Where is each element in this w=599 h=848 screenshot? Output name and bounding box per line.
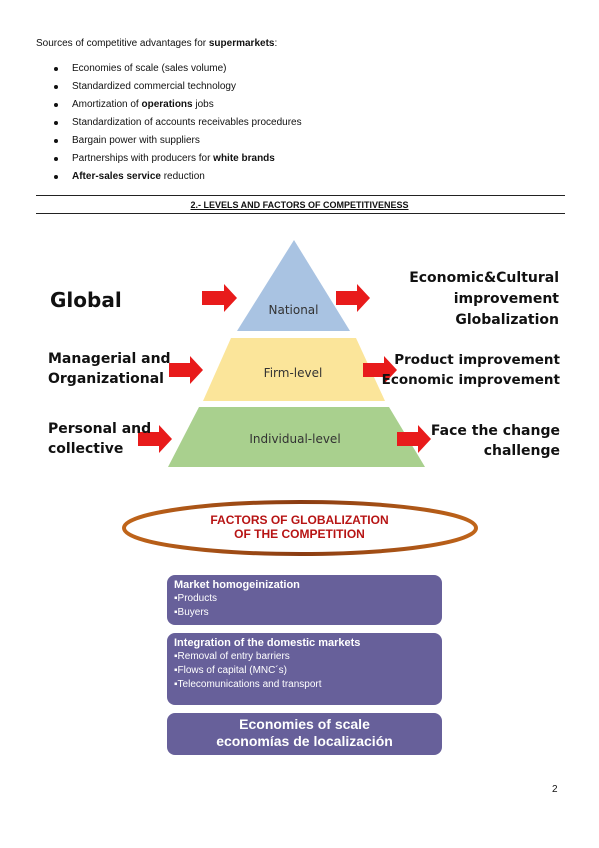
intro-bold: supermarkets xyxy=(208,38,275,49)
label-personal-line1: Personal and xyxy=(48,421,152,437)
label-econ-line3: Globalization xyxy=(455,312,559,328)
factors-title-line1: FACTORS OF GLOBALIZATION xyxy=(210,513,389,527)
item-bold: white brands xyxy=(213,153,275,164)
tier-individual-shape xyxy=(168,407,425,467)
list-item: Partnerships with producers for white br… xyxy=(54,153,302,171)
box1-item: ▪Buyers xyxy=(174,607,209,618)
label-personal-line2: collective xyxy=(48,441,124,457)
arrow-right-firm xyxy=(363,356,397,384)
item-bold: operations xyxy=(141,99,193,110)
box-integration-domestic-markets: Integration of the domestic markets ▪Rem… xyxy=(167,633,442,705)
list-item: Bargain power with suppliers xyxy=(54,135,302,153)
arrow-left-firm xyxy=(169,356,203,384)
intro-prefix: Sources of competitive advantages for xyxy=(36,38,209,49)
tier-individual-label: Individual-level xyxy=(249,432,341,446)
box1-item: ▪Products xyxy=(174,593,218,604)
box2-item: ▪Telecomunications and transport xyxy=(174,679,322,690)
list-item: Standardization of accounts receivables … xyxy=(54,117,302,135)
item-text: Standardization of accounts receivables … xyxy=(72,117,302,128)
bottom-divider xyxy=(36,213,565,214)
label-face-change: Face the change challenge xyxy=(431,421,560,461)
box2-item: ▪Removal of entry barriers xyxy=(174,651,290,662)
section-title: 2.- LEVELS AND FACTORS OF COMPETITIVENES… xyxy=(190,200,409,210)
box1-heading: Market homogeinization xyxy=(174,579,300,591)
label-product-line2: Economic improvement xyxy=(381,372,560,388)
label-managerial-line2: Organizational xyxy=(48,371,164,387)
intro-text: Sources of competitive advantages for su… xyxy=(36,38,277,49)
list-item: After-sales service reduction xyxy=(54,171,302,189)
arrow-left-individual xyxy=(138,425,172,453)
tier-national-shape xyxy=(237,240,350,331)
item-bold: After-sales service xyxy=(72,171,161,182)
tier-firm-label: Firm-level xyxy=(263,366,323,380)
intro-suffix: : xyxy=(274,38,278,49)
label-face-line1: Face the change xyxy=(430,423,560,439)
label-econ-line2: improvement xyxy=(453,291,559,307)
box2-heading: Integration of the domestic markets xyxy=(174,637,361,649)
arrow-right-national xyxy=(336,284,370,312)
item-text: Partnerships with producers for xyxy=(72,153,214,164)
list-item: Economies of scale (sales volume) xyxy=(54,63,302,81)
label-global: Global xyxy=(50,288,122,312)
item-text-end: jobs xyxy=(192,99,214,110)
label-economic-cultural: Economic&Cultural improvement Globalizat… xyxy=(409,268,559,331)
item-text: Economies of scale (sales volume) xyxy=(72,63,227,74)
factors-ellipse xyxy=(122,500,478,556)
arrow-left-global xyxy=(202,284,237,312)
label-managerial: Managerial and Organizational xyxy=(48,349,171,389)
competitiveness-pyramid xyxy=(168,240,425,467)
page-number: 2 xyxy=(552,784,558,795)
label-managerial-line1: Managerial and xyxy=(48,351,171,367)
item-text: Bargain power with suppliers xyxy=(72,135,200,146)
list-item: Standardized commercial technology xyxy=(54,81,302,99)
item-text-end: reduction xyxy=(160,171,205,182)
item-text: Amortization of xyxy=(72,99,142,110)
factors-title-line2: OF THE COMPETITION xyxy=(234,527,365,541)
list-item: Amortization of operations jobs xyxy=(54,99,302,117)
item-text: Standardized commercial technology xyxy=(72,81,236,92)
label-product-improvement: Product improvement Economic improvement xyxy=(382,350,560,390)
top-divider xyxy=(36,195,565,196)
arrow-right-individual xyxy=(397,425,431,453)
tier-national-label: National xyxy=(268,303,319,317)
label-product-line1: Product improvement xyxy=(394,352,560,368)
label-econ-line1: Economic&Cultural xyxy=(409,270,559,286)
box-economies-of-scale: Economies of scale economías de localiza… xyxy=(167,713,442,755)
tier-firm-shape xyxy=(203,338,385,401)
box3-line1: Economies of scale xyxy=(239,716,370,732)
advantages-list: Economies of scale (sales volume) Standa… xyxy=(54,63,302,189)
box-market-homogenization: Market homogeinization ▪Products ▪Buyers xyxy=(167,575,442,625)
box2-item: ▪Flows of capital (MNC´s) xyxy=(174,665,288,676)
label-face-line2: challenge xyxy=(483,443,560,459)
label-personal: Personal and collective xyxy=(48,419,151,459)
box3-line2: economías de localización xyxy=(216,733,393,749)
